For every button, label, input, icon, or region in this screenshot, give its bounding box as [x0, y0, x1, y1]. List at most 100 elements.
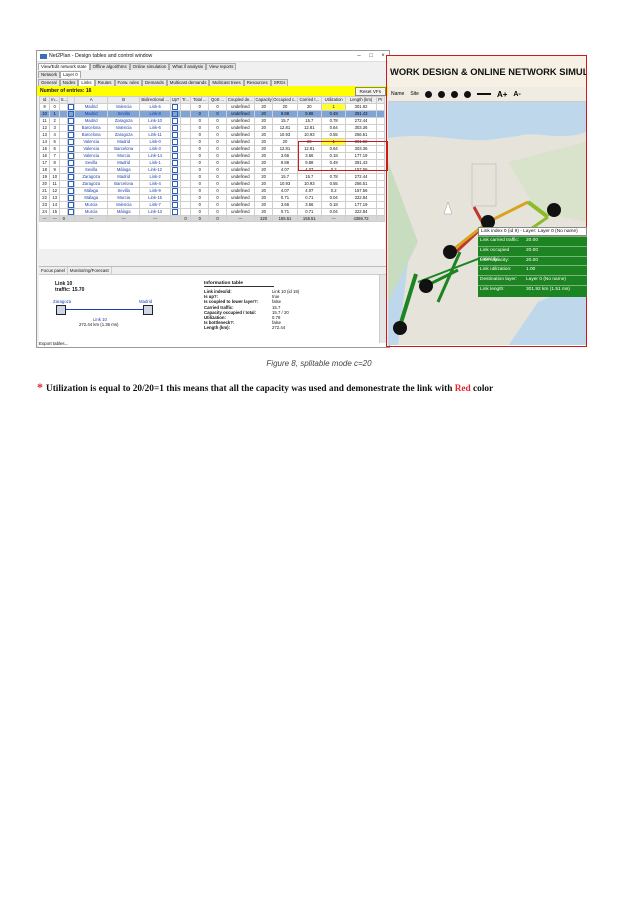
map-link-sevilla-madrid[interactable] — [436, 251, 462, 303]
checkbox-icon[interactable] — [172, 139, 179, 145]
tab-network[interactable]: Network — [38, 71, 61, 78]
tab-focus-panel[interactable]: Focus panel — [39, 267, 68, 274]
checkbox-icon[interactable] — [68, 160, 74, 166]
map-link-sevilla-malaga[interactable] — [398, 273, 418, 327]
tab-forw-rules[interactable]: Forw. rules — [114, 79, 142, 86]
map-link-barcelona-valencia[interactable] — [526, 200, 550, 219]
map-node-barcelona[interactable] — [547, 203, 561, 217]
column-header[interactable]: In... — [49, 96, 61, 104]
checkbox-icon[interactable] — [68, 118, 74, 124]
column-header[interactable]: S... — [59, 96, 69, 104]
checkbox-icon[interactable] — [68, 153, 74, 159]
checkbox-icon[interactable] — [68, 132, 74, 138]
toolbar-node-icon-3[interactable] — [450, 90, 458, 98]
toolbar-node-icon-4[interactable] — [463, 90, 471, 98]
minimize-icon[interactable]: – — [357, 53, 361, 59]
checkbox-icon[interactable] — [172, 118, 179, 124]
focus-scrollbar[interactable] — [379, 275, 386, 343]
column-header[interactable]: Coupled de... — [225, 96, 256, 104]
close-icon[interactable]: × — [381, 53, 385, 59]
tab-nodes[interactable]: Nodes — [59, 79, 79, 86]
checkbox-icon[interactable] — [68, 139, 74, 145]
column-header[interactable]: Occupied c... — [272, 96, 298, 104]
tab-resources[interactable]: Resources — [243, 79, 271, 86]
checkbox-icon[interactable] — [68, 188, 74, 194]
tab-demands[interactable]: Demands — [141, 79, 167, 86]
column-header[interactable]: Capacity — [254, 96, 274, 104]
map-node-zaragoza[interactable] — [481, 215, 495, 229]
checkbox-icon[interactable] — [68, 125, 74, 131]
reset-vfs-button[interactable]: Reset VFs — [354, 86, 386, 96]
export-tables-link[interactable]: Export tables... — [39, 341, 69, 346]
column-header[interactable] — [67, 96, 76, 104]
checkbox-icon[interactable] — [172, 195, 179, 201]
tab-monitoring[interactable]: Monitoring/Forecast — [68, 267, 112, 274]
column-header[interactable]: B — [106, 96, 141, 104]
checkbox-icon[interactable] — [68, 209, 74, 215]
column-header[interactable]: QoS ... — [208, 96, 227, 104]
tab-what-if[interactable]: What if analysis — [169, 63, 207, 70]
checkbox-icon[interactable] — [172, 104, 179, 110]
checkbox-icon[interactable] — [172, 174, 179, 180]
checkbox-icon[interactable] — [172, 153, 179, 159]
column-header[interactable]: Tr... — [179, 96, 192, 104]
checkbox-icon[interactable] — [172, 188, 179, 194]
checkbox-icon[interactable] — [68, 202, 74, 208]
map-node-madrid[interactable] — [443, 245, 457, 259]
tab-multicast-trees[interactable]: Multicast trees — [209, 79, 244, 86]
column-header[interactable]: Utilization — [320, 96, 347, 104]
column-header[interactable]: A — [74, 96, 108, 104]
checkbox-icon[interactable] — [68, 167, 74, 173]
column-header[interactable]: Total ... — [190, 96, 210, 104]
tab-offline-algorithms[interactable]: Offline algorithms — [89, 63, 130, 70]
node-zaragoza-icon[interactable] — [56, 305, 66, 315]
checkbox-icon[interactable] — [68, 104, 74, 110]
node-madrid-icon[interactable] — [143, 305, 153, 315]
tab-layer-0[interactable]: Layer 0 — [60, 71, 81, 78]
checkbox-icon[interactable] — [172, 202, 179, 208]
column-header[interactable]: Bidirectional ... — [139, 96, 171, 104]
maximize-icon[interactable]: □ — [369, 53, 373, 59]
checkbox-icon[interactable] — [68, 195, 74, 201]
tab-srgs[interactable]: SRGs — [270, 79, 289, 86]
column-header[interactable]: Id — [38, 96, 51, 104]
tab-view-reports[interactable]: View reports — [206, 63, 237, 70]
column-header[interactable]: Length (km) — [345, 96, 377, 104]
map-node-malaga[interactable] — [419, 279, 433, 293]
column-header[interactable]: Carried t... — [296, 96, 322, 104]
column-header[interactable]: Pr — [375, 96, 386, 104]
tab-routes[interactable]: Routes — [94, 79, 115, 86]
column-header[interactable]: Up? — [169, 96, 182, 104]
map-link-zaragoza-barcelona[interactable] — [487, 200, 529, 224]
tab-view-edit[interactable]: View/Edit network state — [38, 63, 90, 70]
tab-multicast-demands[interactable]: Multicast demands — [166, 79, 210, 86]
focus-link-line[interactable] — [66, 309, 143, 310]
checkbox-icon[interactable] — [172, 146, 179, 152]
checkbox-icon[interactable] — [68, 146, 74, 152]
tab-general[interactable]: General — [38, 79, 60, 86]
toolbar-link-icon[interactable] — [476, 93, 491, 95]
map-node-sevilla[interactable] — [393, 321, 407, 335]
tab-online-simulation[interactable]: Online simulation — [129, 63, 170, 70]
tab-links[interactable]: Links — [78, 79, 95, 86]
checkbox-icon[interactable] — [172, 132, 179, 138]
checkbox-icon[interactable] — [172, 181, 179, 187]
checkbox-icon[interactable] — [68, 111, 74, 117]
checkbox-icon[interactable] — [172, 125, 179, 131]
toolbar-node-icon-2[interactable] — [437, 90, 445, 98]
checkbox-icon[interactable] — [68, 174, 74, 180]
checkbox-icon[interactable] — [172, 160, 179, 166]
